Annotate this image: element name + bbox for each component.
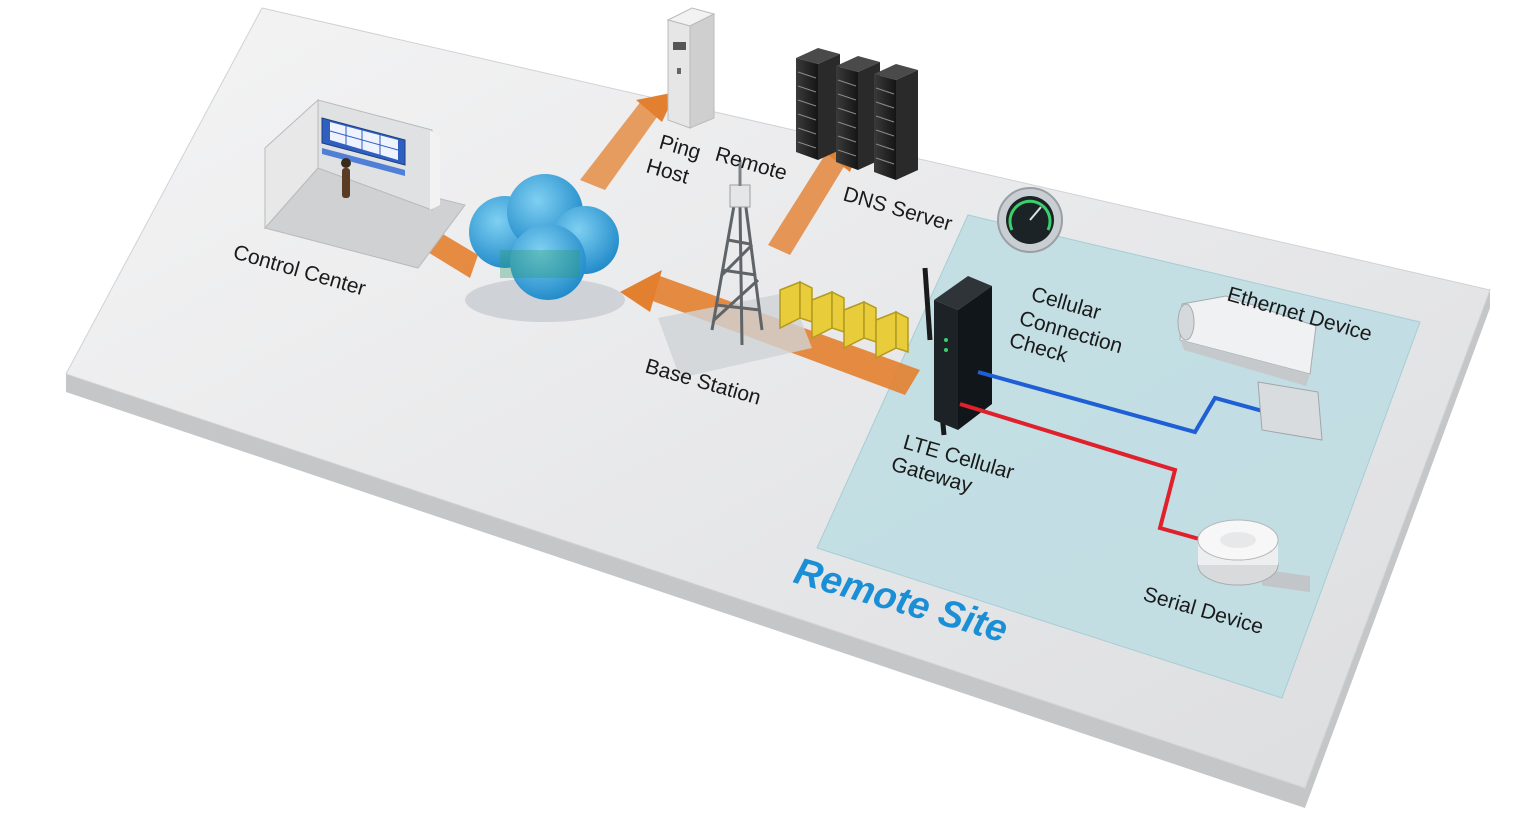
- serial-cable: [959, 402, 1211, 544]
- ethernet-device-icon: [1177, 295, 1323, 593]
- base-station-icon: [658, 160, 812, 378]
- gauge-icon: [997, 187, 1063, 253]
- internet-cloud-icon: [465, 174, 625, 322]
- serial-device-icon: [1197, 519, 1279, 586]
- lte-gateway-icon: [922, 267, 992, 436]
- arrow-to-dns: [768, 150, 848, 255]
- ping-host-icon: [666, 7, 716, 129]
- arrow-to-ping-host: [580, 100, 662, 190]
- dns-server-icon: [796, 48, 918, 180]
- control-center-icon: [264, 98, 466, 269]
- arrow-head-ping: [636, 92, 676, 122]
- arrow-head-base: [620, 270, 662, 312]
- wireless-signal-icon: [779, 280, 909, 360]
